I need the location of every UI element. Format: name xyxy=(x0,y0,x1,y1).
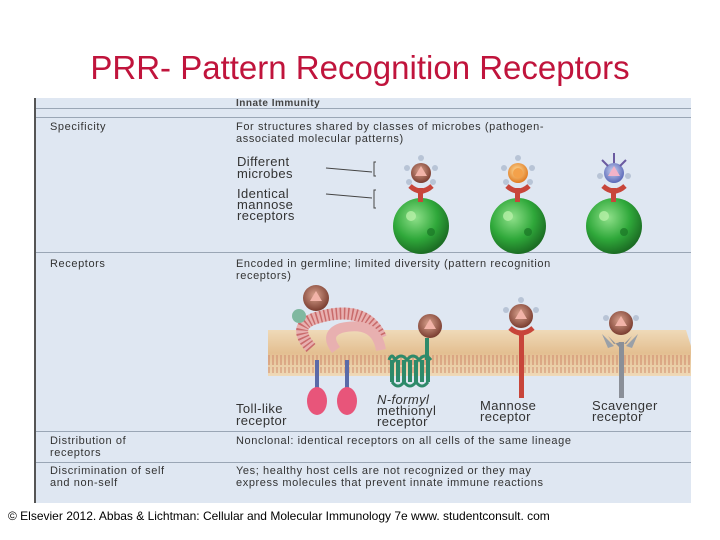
divider-line xyxy=(36,462,691,463)
label-brackets xyxy=(325,161,376,209)
row-value-receptors: Encoded in germline; limited diversity (… xyxy=(236,258,551,270)
label-n-formyl-receptor: receptor xyxy=(377,414,428,429)
label-identical-receptors: receptors xyxy=(237,208,295,223)
label-scavenger-receptor: Scavenger xyxy=(592,398,658,413)
label-different-microbes: microbes xyxy=(237,166,293,181)
label-toll-like-receptor: receptor xyxy=(236,413,287,428)
divider-line xyxy=(36,252,691,253)
row-value-specificity: For structures shared by classes of micr… xyxy=(236,121,545,133)
row-label-specificity: Specificity xyxy=(50,121,107,133)
label-n-formyl-receptor: methionyl xyxy=(377,403,437,418)
cell-group-2 xyxy=(490,155,546,254)
copyright-caption: © Elsevier 2012. Abbas & Lichtman: Cellu… xyxy=(8,509,550,523)
row-label-receptors: Receptors xyxy=(50,258,106,270)
label-toll-like-receptor: Toll-like xyxy=(236,401,283,416)
label-identical-receptors: Identical xyxy=(237,186,290,201)
receptor-illustration xyxy=(268,153,691,415)
label-scavenger-receptor: receptor xyxy=(592,409,643,424)
label-mannose-receptor: receptor xyxy=(480,409,531,424)
label-mannose-receptor: Mannose xyxy=(480,398,537,413)
table-header: Innate Immunity xyxy=(236,98,321,109)
scavenger-receptor-graphic xyxy=(602,311,639,398)
cell-group-3 xyxy=(586,153,642,254)
row-label-discrimination: Discrimination of self xyxy=(50,465,165,477)
divider-line xyxy=(36,431,691,432)
row-value-receptors: receptors) xyxy=(236,270,292,282)
row-value-discrimination: Yes; healthy host cells are not recogniz… xyxy=(236,465,532,477)
row-value-distribution: Nonclonal: identical receptors on all ce… xyxy=(236,435,572,447)
mannose-receptor-graphic xyxy=(503,297,539,398)
label-different-microbes: Different xyxy=(237,154,290,169)
label-identical-receptors: mannose xyxy=(237,197,294,212)
row-label-distribution: Distribution of xyxy=(50,435,127,447)
divider-line xyxy=(36,108,691,109)
row-value-specificity: associated molecular patterns) xyxy=(236,133,404,145)
row-value-discrimination: express molecules that prevent innate im… xyxy=(236,477,544,489)
row-label-discrimination: and non-self xyxy=(50,477,118,489)
slide-title: PRR- Pattern Recognition Receptors xyxy=(90,49,630,86)
n-formyl-receptor-graphic xyxy=(387,314,442,388)
divider-line xyxy=(36,117,691,118)
cell-group-1 xyxy=(393,155,449,254)
toll-like-receptor-graphic xyxy=(292,285,387,415)
label-n-formyl-receptor: N-formyl xyxy=(377,392,430,407)
row-label-distribution: receptors xyxy=(50,447,102,459)
innate-immunity-figure: Innate Immunity Specificity Receptors Di… xyxy=(34,98,691,503)
